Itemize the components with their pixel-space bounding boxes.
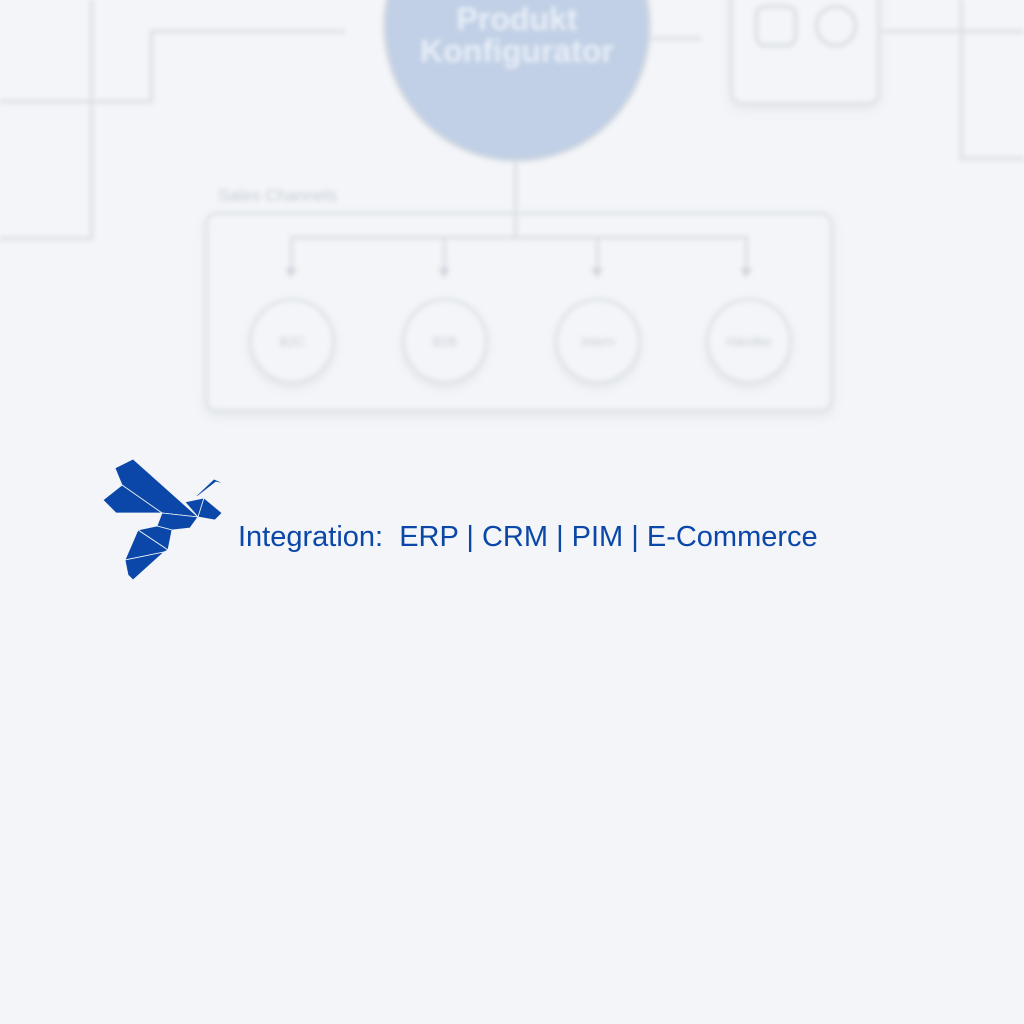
- arrow-icon: [740, 268, 752, 278]
- document-search-icon: [755, 5, 797, 47]
- channel-b2b: B2B: [402, 298, 488, 384]
- arrow-icon: [438, 268, 450, 278]
- hub-line2: Konfigurator: [420, 33, 614, 69]
- background-diagram: Produkt Konfigurator Sales Channels B2C …: [0, 0, 1024, 440]
- globe-icon: [815, 5, 857, 47]
- product-configurator-node: Produkt Konfigurator: [383, 0, 651, 162]
- channels-box: [205, 212, 833, 412]
- bee-logo: [102, 458, 226, 581]
- channel-haendler: Händler: [706, 298, 792, 384]
- channels-label: Sales Channels: [218, 186, 338, 205]
- channel-b2c: B2C: [249, 298, 335, 384]
- integration-tagline: Integration: ERP | CRM | PIM | E-Commerc…: [238, 521, 818, 553]
- output-node: [730, 0, 880, 105]
- arrow-icon: [591, 268, 603, 278]
- arrow-icon: [285, 268, 297, 278]
- channel-intern: Intern: [555, 298, 641, 384]
- hub-line1: Produkt: [456, 1, 578, 37]
